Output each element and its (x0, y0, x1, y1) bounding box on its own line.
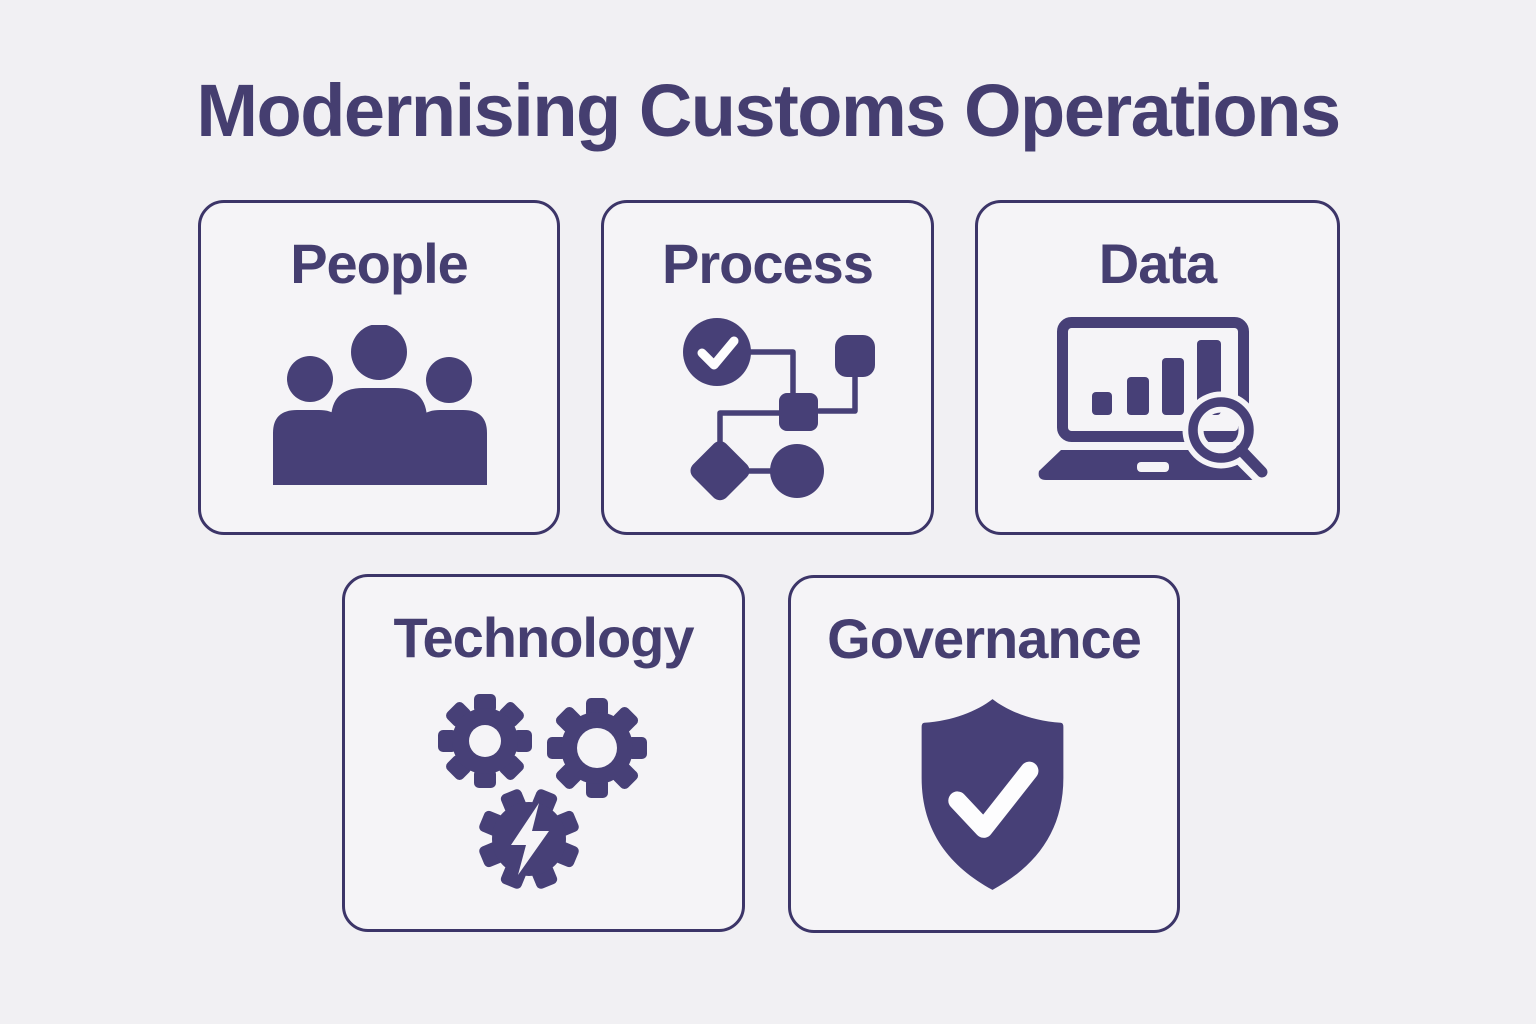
people-group-icon (273, 325, 487, 485)
gear-lightning-icon (479, 789, 579, 889)
flowchart-check-icon (683, 318, 875, 501)
card-technology: Technology (342, 574, 745, 932)
card-governance: Governance (788, 575, 1180, 933)
lightning-bolt-icon (511, 803, 549, 875)
card-process-label: Process (662, 232, 874, 295)
shield-check-icon (921, 699, 1064, 890)
gear-icon (438, 694, 532, 788)
gears-lightning-icon (438, 694, 647, 889)
gear-icon (547, 698, 647, 798)
card-data-label: Data (1098, 232, 1217, 295)
card-governance-label: Governance (827, 607, 1142, 670)
laptop-analytics-search-icon (1038, 317, 1269, 484)
card-technology-label: Technology (393, 606, 694, 669)
card-people-label: People (290, 232, 469, 295)
card-people: People (198, 200, 560, 535)
page-title: Modernising Customs Operations (196, 69, 1341, 152)
card-data: Data (975, 200, 1340, 535)
card-process: Process (601, 200, 934, 535)
